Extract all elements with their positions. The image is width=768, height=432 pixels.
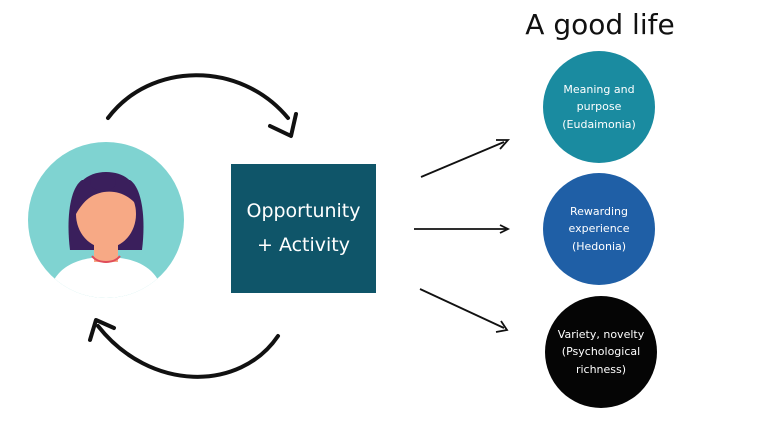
outcome-line: Meaning and (563, 83, 635, 97)
arrow-to-meaning (420, 139, 511, 178)
avatar-hair-bun (90, 173, 116, 191)
cycle-arrow-top (106, 73, 298, 138)
cycle-arrow-bottom (88, 318, 280, 379)
outcome-line: experience (568, 222, 630, 236)
avatar-face (76, 180, 136, 248)
diagram-title: A good life (525, 8, 675, 41)
center-box-line-2: + Activity (256, 233, 350, 256)
outcome-line: Rewarding (570, 205, 628, 219)
avatar-necklace (91, 255, 121, 263)
person-avatar-icon (28, 142, 184, 298)
outcome-rewarding-experience: Rewarding experience (Hedonia) (543, 173, 655, 285)
arrow-to-variety (419, 288, 509, 333)
avatar-hair-front (71, 172, 140, 214)
outcome-variety-novelty: Variety, novelty (Psychological richness… (545, 296, 657, 408)
center-box-line-1: Opportunity (246, 200, 361, 223)
outcome-line: (Eudaimonia) (562, 117, 636, 131)
arrow-to-rewarding (414, 224, 511, 234)
outcome-meaning-purpose: Meaning and purpose (Eudaimonia) (543, 51, 655, 163)
outcome-line: richness) (575, 362, 627, 376)
opportunity-activity-box: Opportunity + Activity (231, 164, 376, 293)
avatar-shirt (48, 257, 164, 298)
outcome-line: (Psychological (561, 345, 641, 359)
outcome-line: Variety, novelty (557, 328, 645, 342)
outcome-line: purpose (576, 100, 622, 114)
outcome-line: (Hedonia) (571, 239, 627, 253)
